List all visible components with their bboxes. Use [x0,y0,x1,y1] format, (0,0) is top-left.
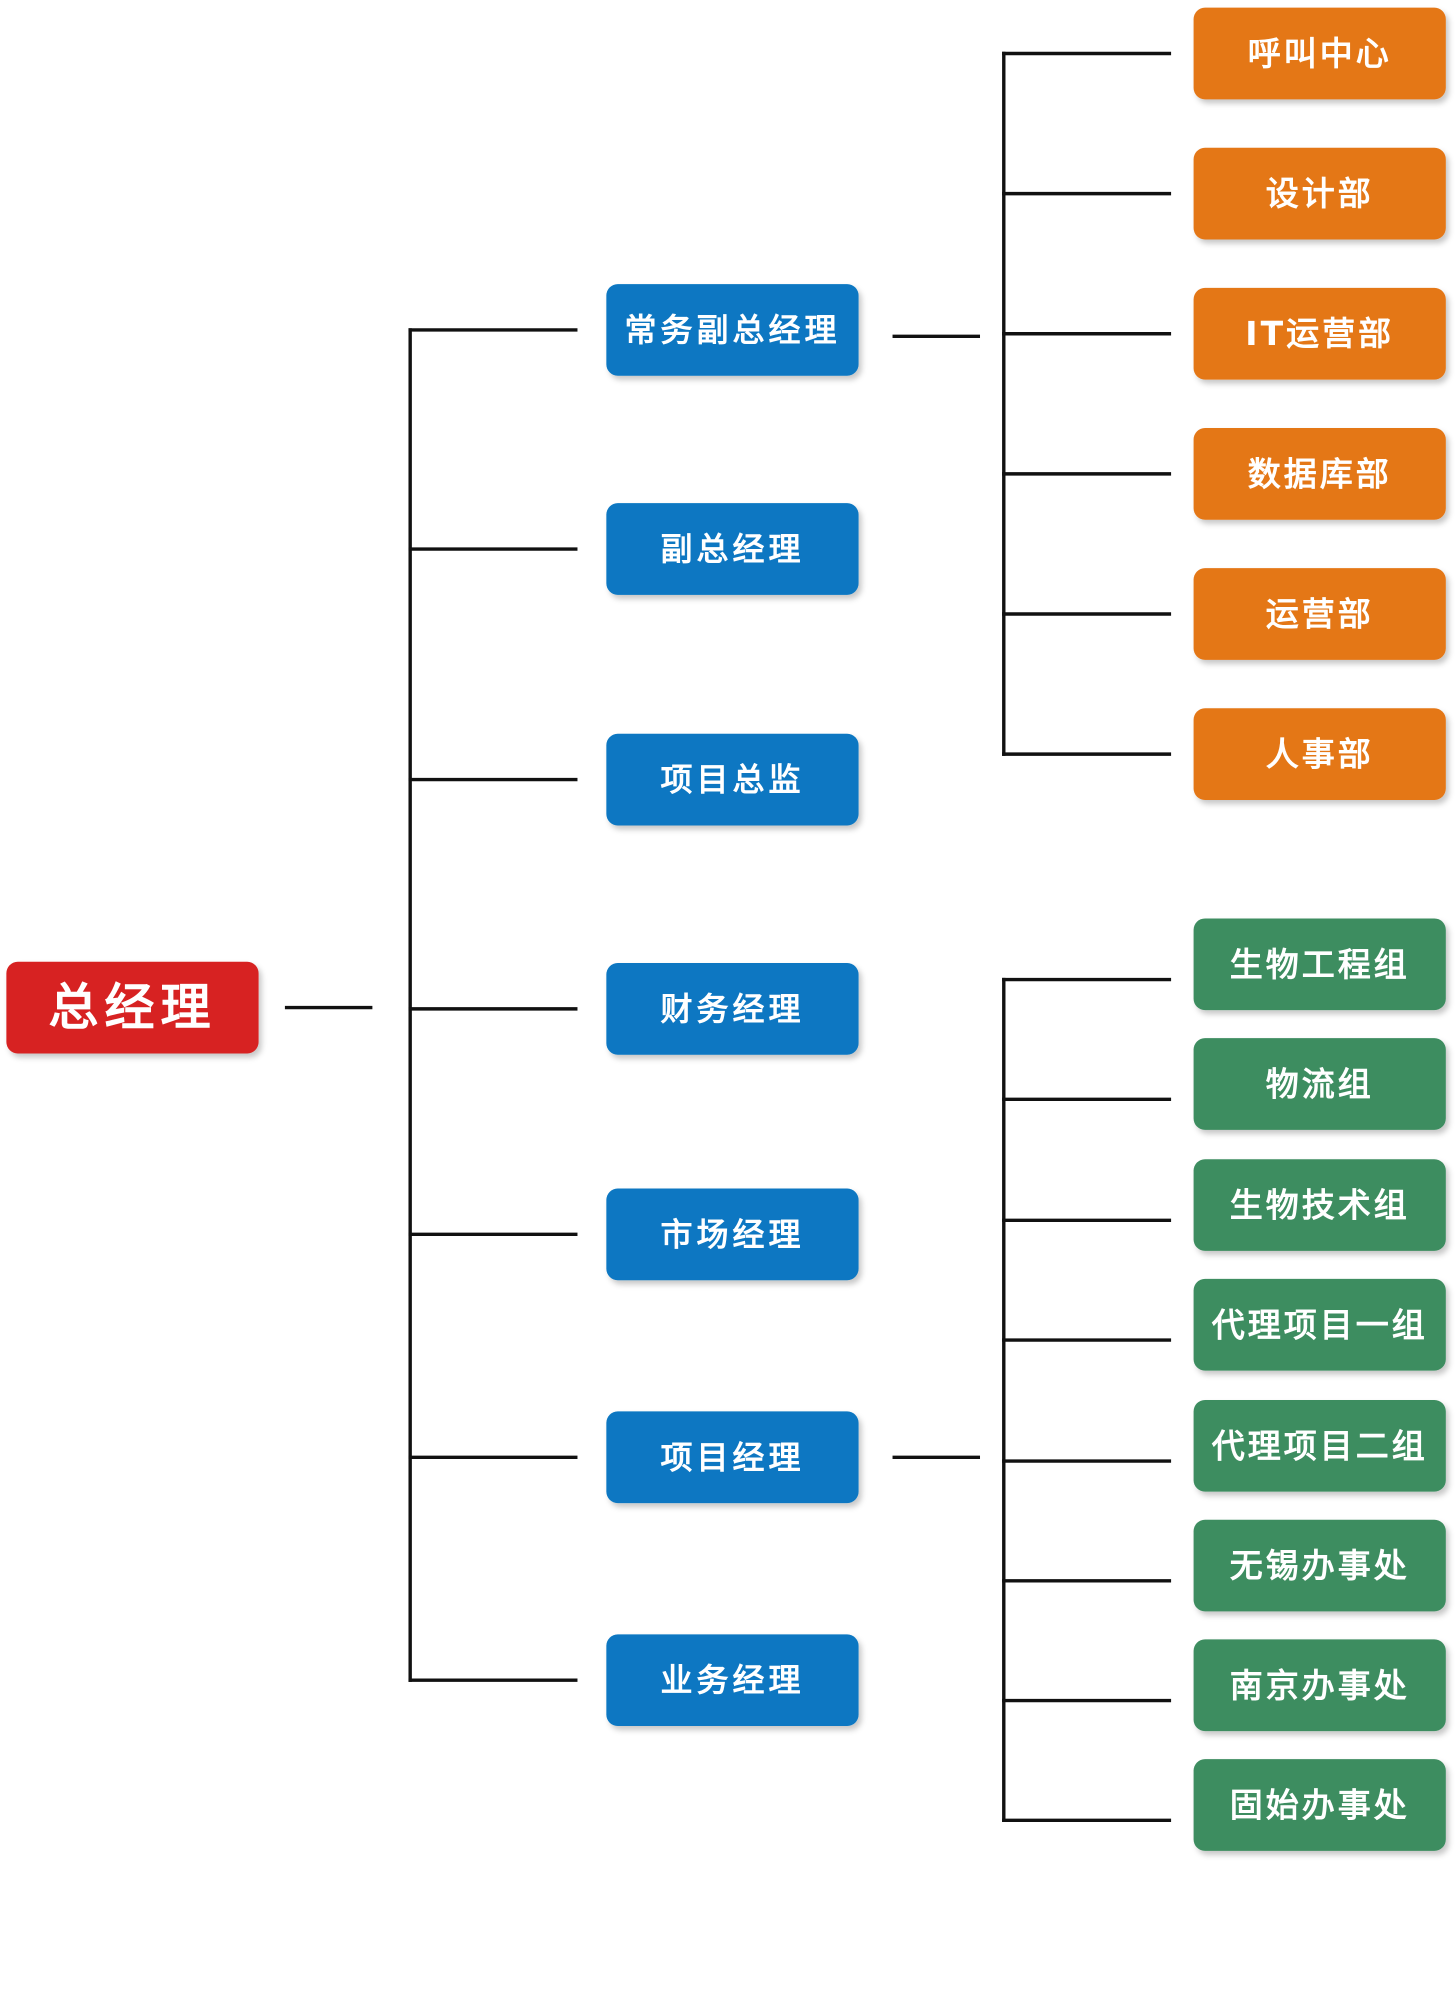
admin-department-node-2: 设计部 [1193,147,1446,240]
project-group-node-3: 生物技术组 [1193,1159,1446,1251]
root-node-general-manager-box [6,961,259,1054]
manager-node-2-box [606,503,859,595]
manager-node-3: 项目总监 [606,733,859,826]
manager-node-2-label: 副总经理 [660,530,804,568]
project-group-node-7-box [1193,1639,1446,1732]
project-group-node-5-box [1193,1399,1446,1492]
admin-department-node-3: IT运营部 [1193,287,1446,380]
admin-department-node-3-box [1193,287,1446,380]
manager-node-6: 项目经理 [606,1411,859,1504]
admin-department-node-6: 人事部 [1193,708,1446,800]
admin-department-node-4: 数据库部 [1193,428,1446,520]
admin-department-node-2-box [1193,147,1446,240]
project-group-node-8: 固始办事处 [1193,1759,1446,1851]
admin-department-node-1: 呼叫中心 [1193,7,1446,100]
project-group-node-4-box [1193,1278,1446,1371]
project-group-node-2-label: 物流组 [1266,1065,1374,1104]
manager-node-5-label: 市场经理 [660,1215,804,1253]
project-group-node-6: 无锡办事处 [1193,1519,1446,1612]
project-group-node-1-box [1193,918,1446,1011]
admin-department-node-4-box [1193,428,1446,520]
manager-node-4: 财务经理 [606,963,859,1055]
manager-node-6-label: 项目经理 [660,1438,804,1476]
project-group-node-1: 生物工程组 [1193,918,1446,1011]
project-group-node-7-label: 南京办事处 [1230,1666,1410,1705]
manager-node-1: 常务副总经理 [606,284,859,376]
admin-department-node-2-label: 设计部 [1266,174,1374,213]
connector-lines [284,51,1172,1823]
admin-department-node-4-label: 数据库部 [1248,454,1392,493]
admin-department-node-1-label: 呼叫中心 [1248,34,1392,73]
project-group-node-3-box [1193,1159,1446,1251]
manager-node-6-box [606,1411,859,1504]
project-group-node-5-label: 代理项目二组 [1211,1426,1428,1465]
project-group-node-6-label: 无锡办事处 [1230,1546,1410,1585]
admin-department-node-6-label: 人事部 [1266,735,1374,774]
manager-node-7-label: 业务经理 [660,1661,804,1699]
project-group-node-4-label: 代理项目一组 [1211,1305,1428,1344]
admin-department-node-5-label: 运营部 [1266,594,1374,633]
root-node-general-manager-label: 总经理 [48,979,216,1037]
project-group-node-2: 物流组 [1193,1038,1446,1130]
admin-department-node-3-label: IT运营部 [1245,314,1394,353]
project-group-node-5: 代理项目二组 [1193,1399,1446,1492]
project-group-node-3-label: 生物技术组 [1230,1186,1410,1225]
project-group-node-2-box [1193,1038,1446,1130]
manager-node-1-box [606,284,859,376]
project-group-node-6-box [1193,1519,1446,1612]
manager-node-3-box [606,733,859,826]
manager-node-5: 市场经理 [606,1188,859,1281]
admin-department-node-5-box [1193,568,1446,660]
admin-department-node-1-box [1193,7,1446,100]
project-group-node-8-label: 固始办事处 [1230,1786,1410,1825]
project-group-node-4: 代理项目一组 [1193,1278,1446,1371]
manager-node-7-box [606,1634,859,1727]
project-group-node-1-label: 生物工程组 [1230,945,1410,984]
manager-node-4-label: 财务经理 [660,990,804,1028]
project-group-node-8-box [1193,1759,1446,1851]
manager-node-3-label: 项目总监 [660,761,804,799]
manager-node-4-box [606,963,859,1055]
root-node-general-manager: 总经理 [6,961,259,1054]
manager-node-2: 副总经理 [606,503,859,595]
admin-department-node-6-box [1193,708,1446,800]
manager-node-1-label: 常务副总经理 [624,311,840,349]
project-group-node-7: 南京办事处 [1193,1639,1446,1732]
manager-node-5-box [606,1188,859,1281]
manager-node-7: 业务经理 [606,1634,859,1727]
admin-department-node-5: 运营部 [1193,568,1446,660]
